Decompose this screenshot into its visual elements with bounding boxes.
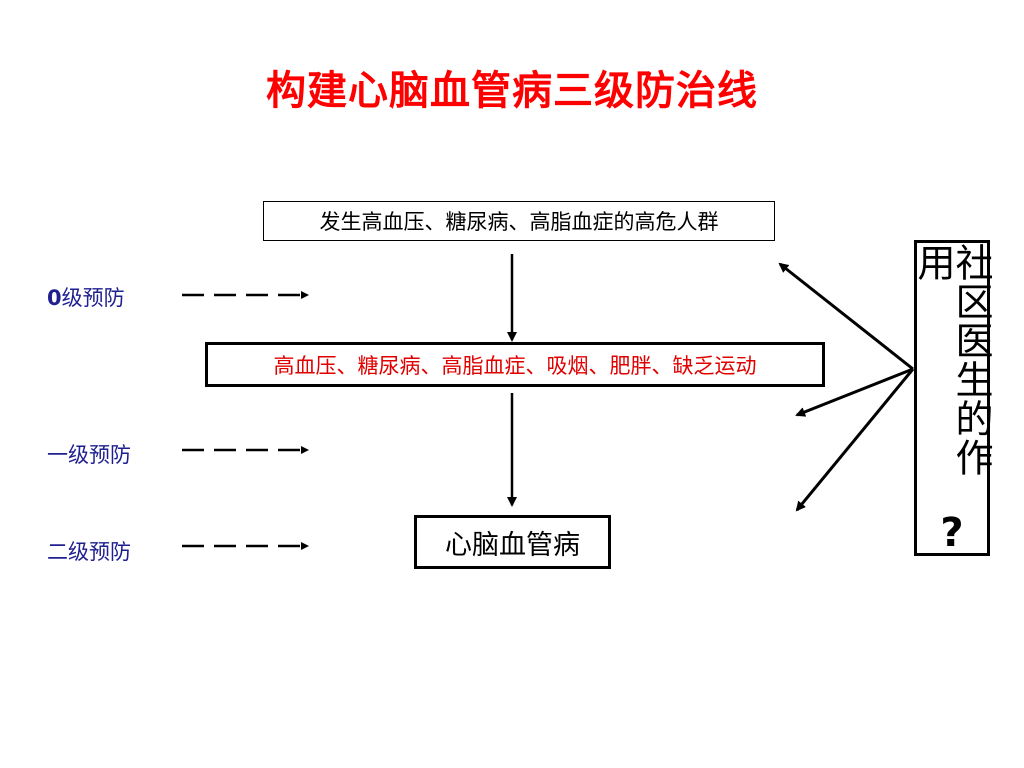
level-zero-text: 级预防 — [61, 286, 125, 310]
role-arrow-to-top — [778, 262, 914, 371]
question-mark: ? — [940, 510, 964, 556]
level-zero-digit: 0 — [47, 286, 62, 310]
level-one-prevention-label: 一级预防 — [47, 443, 131, 467]
level-zero-prevention-label: 0级预防 — [47, 282, 125, 312]
level-two-prevention-label: 二级预防 — [47, 540, 131, 564]
role-arrow-to-bottom — [795, 368, 915, 512]
cardio-disease-box: 心脑血管病 — [414, 515, 611, 569]
high-risk-group-box: 发生高血压、糖尿病、高脂血症的高危人群 — [263, 201, 775, 241]
role-arrow-to-middle — [795, 367, 914, 417]
page-title: 构建心脑血管病三级防治线 — [266, 68, 758, 114]
community-doctor-role-box: 社区医生的作用 ? — [911, 240, 993, 556]
risk-factors-box: 高血压、糖尿病、高脂血症、吸烟、肥胖、缺乏运动 — [205, 342, 825, 387]
community-doctor-role-text: 社区医生的作用 — [911, 243, 993, 477]
